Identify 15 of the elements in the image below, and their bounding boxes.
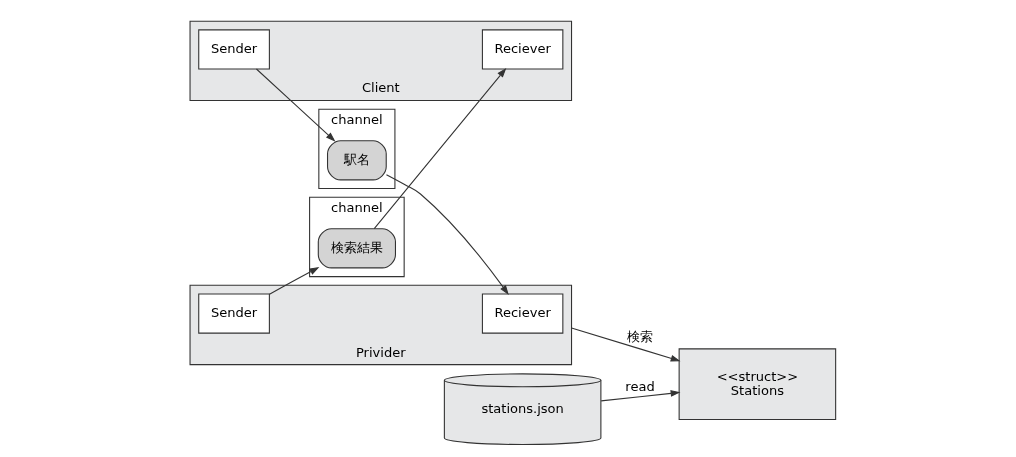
node-box: Reciever bbox=[481, 293, 563, 334]
arrow bbox=[268, 267, 319, 295]
arrow bbox=[255, 68, 335, 142]
edge-label: read bbox=[624, 379, 655, 395]
node-box: 駅名 bbox=[326, 140, 387, 181]
node-box: Sender bbox=[197, 293, 270, 334]
edge-label: 検索 bbox=[626, 329, 653, 345]
arrow bbox=[385, 174, 509, 295]
node-box: Sender bbox=[197, 29, 270, 70]
node-box: <<struct>> Stations bbox=[678, 348, 836, 421]
node-box: 検索結果 bbox=[317, 228, 396, 269]
node-box: Reciever bbox=[481, 29, 563, 70]
arrow bbox=[600, 390, 680, 402]
arrow bbox=[570, 327, 681, 362]
arrow bbox=[373, 67, 506, 230]
